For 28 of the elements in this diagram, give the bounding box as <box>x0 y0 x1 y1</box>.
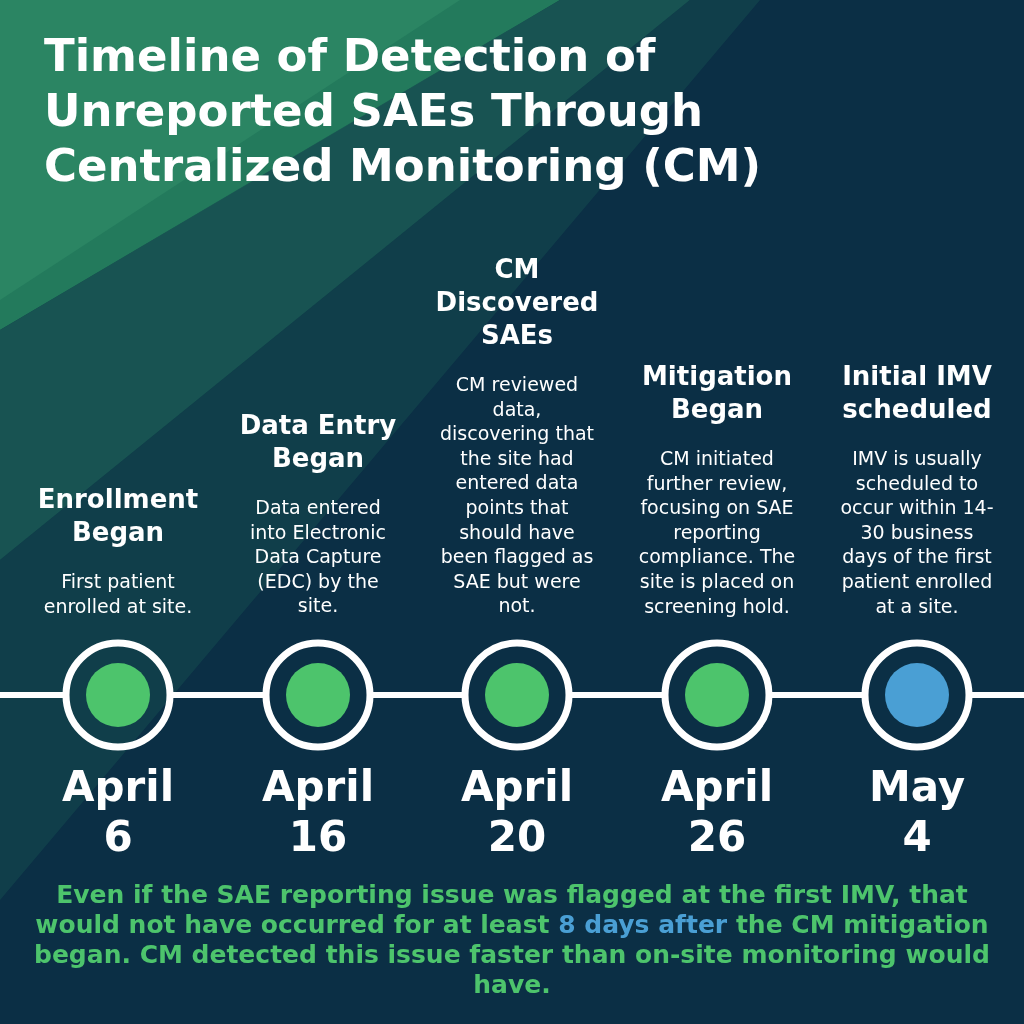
milestone-description: First patient enrolled at site. <box>42 569 194 619</box>
title: Timeline of Detection of Unreported SAEs Through Centralized Monitoring (CM) <box>44 28 763 193</box>
milestone-description: Data entered into Electronic Data Capture (EDC) by the site. <box>248 495 388 618</box>
milestone-description: CM reviewed data, discovering that the site had entered data points that should have been flagged as SAE but were not. <box>438 372 596 618</box>
timeline-line <box>173 692 263 698</box>
milestone-description: CM initiated further review, focusing on SAE reporting compliance. The site is placed on screening hold. <box>638 446 796 619</box>
milestone-heading: Enrollment Began <box>36 483 200 549</box>
milestone-heading: CM Discovered SAEs <box>434 253 600 352</box>
milestone-date: April 20 <box>459 762 575 862</box>
caption: Even if the SAE reporting issue was flagged at the first IMV, that would not have occurred for at least 8 days after the CM mitigation began. CM detected this issue faster than on-site monitoring would have. <box>33 880 991 1000</box>
milestone-marker <box>659 637 775 753</box>
milestone-marker <box>260 637 376 753</box>
milestone-heading: Mitigation Began <box>641 360 793 426</box>
milestone-description: IMV is usually scheduled to occur within 14-30 business days of the first patient enrolled at a site. <box>839 446 995 619</box>
timeline-line <box>0 692 63 698</box>
timeline-line <box>772 692 862 698</box>
milestone-marker <box>859 637 975 753</box>
milestone-date: May 4 <box>867 762 967 862</box>
timeline-line <box>572 692 662 698</box>
milestone-date: April 26 <box>659 762 775 862</box>
milestone-heading: Initial IMV scheduled <box>841 360 993 426</box>
milestone-marker <box>60 637 176 753</box>
milestone-date: April 16 <box>260 762 376 862</box>
milestone-heading: Data Entry Began <box>238 409 398 475</box>
timeline-line <box>972 692 1024 698</box>
timeline-line <box>373 692 462 698</box>
milestone-date: April 6 <box>60 762 176 862</box>
milestone-marker <box>459 637 575 753</box>
